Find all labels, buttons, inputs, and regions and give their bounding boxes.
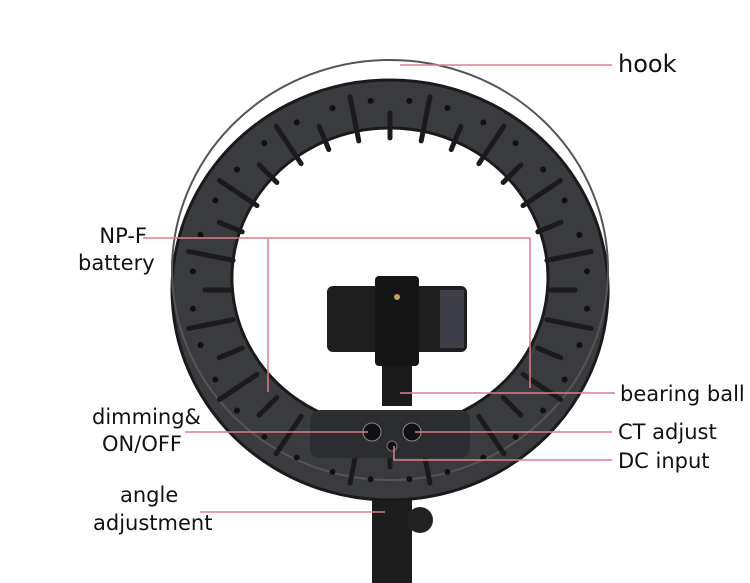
- ring-hole: [293, 454, 300, 461]
- ring-hole: [406, 476, 413, 483]
- ring-hole: [512, 433, 519, 440]
- ring-rib: [217, 178, 260, 209]
- ring-rib: [217, 371, 260, 402]
- angle-knob: [407, 507, 433, 533]
- label-dc-input: DC input: [618, 449, 710, 473]
- label-bearing-ball: bearing ball: [620, 382, 745, 406]
- ring-hole: [584, 305, 591, 312]
- ring-hole: [189, 268, 196, 275]
- ring-rib: [347, 94, 362, 144]
- ring-hole: [367, 97, 374, 104]
- ring-rib: [544, 249, 594, 263]
- ring-rib: [418, 94, 433, 144]
- label-angle-1: angle: [120, 483, 179, 507]
- ring-hole: [197, 342, 204, 349]
- label-battery-2: battery: [78, 251, 155, 275]
- label-ct-adjust: CT adjust: [618, 420, 717, 444]
- ring-rib: [316, 123, 332, 153]
- ring-hole: [480, 454, 487, 461]
- ring-rib: [216, 345, 245, 361]
- ring-rib: [256, 162, 280, 186]
- leader-lines: [143, 64, 615, 513]
- ring-hole: [212, 376, 219, 383]
- ring-hole: [561, 197, 568, 204]
- ring-rib: [500, 162, 524, 186]
- label-dimming-2: ON/OFF: [102, 432, 183, 456]
- ring-hole: [540, 407, 547, 414]
- ring-hole: [293, 119, 300, 126]
- ring-rib: [186, 249, 236, 263]
- label-hook: hook: [618, 50, 677, 78]
- ring-rib: [273, 413, 304, 457]
- ring-hole: [406, 97, 413, 104]
- ring-rib: [520, 178, 563, 209]
- phone-holder: [375, 276, 419, 366]
- control-panel: [310, 410, 470, 458]
- ring-hole: [367, 476, 374, 483]
- ring-rib: [273, 123, 304, 167]
- ring-rib: [500, 394, 524, 418]
- ring-rib: [544, 317, 594, 331]
- ring-rib: [216, 219, 245, 235]
- ring-hole: [444, 468, 451, 475]
- ring-rib: [535, 219, 564, 235]
- dc-port: [386, 440, 398, 452]
- label-angle-2: adjustment: [93, 511, 213, 535]
- ring-hole: [329, 105, 336, 112]
- ring-hole: [584, 268, 591, 275]
- ring-rib: [476, 413, 507, 457]
- ring-hole: [540, 166, 547, 173]
- ring-hole: [212, 197, 219, 204]
- ring-hole: [197, 231, 204, 238]
- ring-hole: [444, 105, 451, 112]
- ring-rib: [186, 317, 236, 331]
- label-dimming-1: dimming&: [92, 405, 201, 429]
- ring-hole: [512, 140, 519, 147]
- ring-rib: [476, 123, 507, 167]
- ring-hole: [261, 433, 268, 440]
- ring-hole: [480, 119, 487, 126]
- ring-rib: [448, 123, 464, 153]
- ring-rib: [256, 394, 280, 418]
- ring-hole: [561, 376, 568, 383]
- label-battery-1: NP-F: [99, 224, 147, 248]
- ring-hole: [576, 342, 583, 349]
- bearing-ball-head: [382, 366, 412, 406]
- ring-hole: [576, 231, 583, 238]
- ring-hole: [261, 140, 268, 147]
- ring-hole: [233, 166, 240, 173]
- ring-hole: [189, 305, 196, 312]
- ring-hole: [233, 407, 240, 414]
- ring-rib: [535, 345, 564, 361]
- ring-hole: [329, 468, 336, 475]
